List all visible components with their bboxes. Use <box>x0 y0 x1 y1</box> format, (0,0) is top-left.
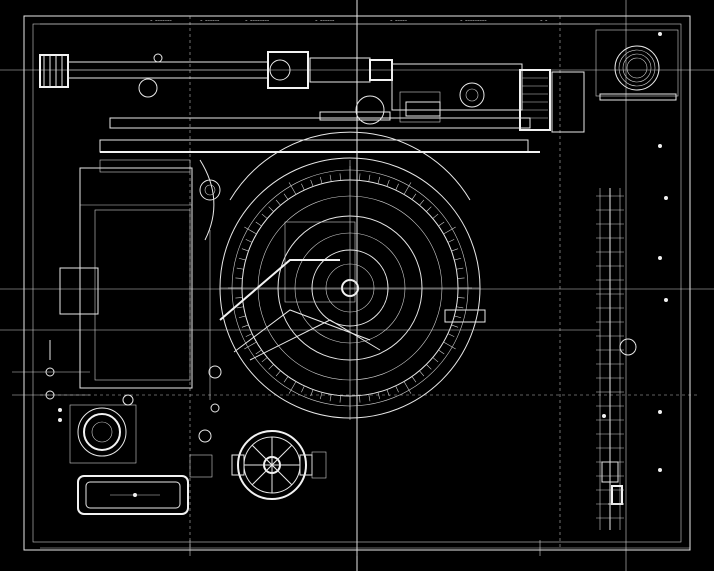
dial-tick <box>244 226 257 235</box>
dial-tick <box>457 297 465 299</box>
dial-tick <box>454 257 462 261</box>
small-hardware <box>12 340 222 443</box>
dial-tick <box>456 267 464 270</box>
dial-tick <box>261 213 268 219</box>
dial-tick <box>288 381 297 394</box>
dial-tick <box>395 385 399 393</box>
dial-tick <box>255 221 262 227</box>
dial-tick <box>426 364 432 370</box>
dial-tick <box>447 239 455 243</box>
dial-tick <box>319 392 323 400</box>
spoked-wheel <box>189 430 327 500</box>
dial-tick <box>419 370 425 377</box>
svg-text:~ ~~~~~~~~~: ~ ~~~~~~~~~ <box>460 18 487 23</box>
dial-tick <box>241 324 249 328</box>
dial-tick <box>411 193 417 200</box>
barrel-ruler-ticks <box>522 77 548 119</box>
bottom-dimension-line <box>40 540 690 556</box>
dial-tick <box>386 179 390 187</box>
dial-tick <box>454 315 462 319</box>
coil-spring-detail <box>599 45 677 101</box>
dial-tick <box>443 226 456 235</box>
right-scale-column <box>596 188 637 530</box>
dial-tick <box>245 333 253 337</box>
dial-tick <box>255 349 262 355</box>
dial-tick <box>438 221 445 227</box>
dial-tick <box>236 306 244 309</box>
svg-text:~ ~~~~~~~~: ~ ~~~~~~~~ <box>245 18 270 23</box>
dial-tick <box>319 176 323 184</box>
dial-tick <box>283 376 289 383</box>
dial-tick <box>386 389 390 397</box>
dial-tick <box>403 381 412 394</box>
dial-tick <box>359 395 361 403</box>
dial-tick <box>419 199 425 206</box>
reference-dots <box>602 32 668 472</box>
dial-graduations <box>228 166 472 410</box>
svg-text:~ ~~~~~~~: ~ ~~~~~~~ <box>150 18 172 23</box>
dial-tick <box>310 389 314 397</box>
lower-left-mechanism <box>69 404 189 515</box>
dial-tick <box>235 297 243 299</box>
dial-tick <box>235 277 243 279</box>
dial-tick <box>241 248 249 252</box>
left-housing <box>59 159 221 400</box>
barrel-assembly <box>39 51 585 153</box>
dial-tick <box>403 182 412 195</box>
dial-tick <box>438 349 445 355</box>
dial-tick <box>275 370 281 377</box>
dial-tick <box>443 341 456 350</box>
dial-tick <box>288 182 297 195</box>
dial-tick <box>368 394 371 402</box>
svg-text:~ ~~~~~~: ~ ~~~~~~ <box>315 18 335 23</box>
dial-tick <box>456 306 464 309</box>
dial-tick <box>457 277 465 279</box>
dial-tick <box>451 248 459 252</box>
dial-tick <box>329 174 332 182</box>
dial-tick <box>377 392 381 400</box>
dial-tick <box>275 199 281 206</box>
main-dial <box>219 131 486 420</box>
dial-tick <box>359 173 361 181</box>
dial-tick <box>268 206 274 212</box>
dial-tick <box>432 357 439 363</box>
dial-tick <box>238 315 246 319</box>
dial-tick <box>426 206 432 212</box>
dial-tick <box>301 385 305 393</box>
dial-tick <box>310 179 314 187</box>
dial-tick <box>368 174 371 182</box>
dial-tick <box>283 193 289 200</box>
dial-tick <box>245 239 253 243</box>
dial-tick <box>238 257 246 261</box>
dial-tick <box>339 395 341 403</box>
dial-tick <box>451 324 459 328</box>
svg-text:~ ~~~~~: ~ ~~~~~ <box>390 18 407 23</box>
dial-tick <box>268 364 274 370</box>
svg-text:~ ~: ~ ~ <box>540 18 548 23</box>
dial-tick <box>377 176 381 184</box>
svg-text:~ ~~~~~~: ~ ~~~~~~ <box>200 18 220 23</box>
right-scale-ticks <box>596 195 624 519</box>
dial-tick <box>395 183 399 191</box>
dial-tick <box>447 333 455 337</box>
dial-tick <box>411 376 417 383</box>
dial-tick <box>261 357 268 363</box>
dial-tick <box>329 394 332 402</box>
dial-tick <box>301 183 305 191</box>
dial-tick <box>236 267 244 270</box>
dial-tick <box>432 213 439 219</box>
header-annotations: ~ ~~~~~~~ ~ ~~~~~~ ~ ~~~~~~~~ ~ ~~~~~~ ~… <box>40 18 679 97</box>
dial-tick <box>244 341 257 350</box>
dial-tick <box>339 173 341 181</box>
